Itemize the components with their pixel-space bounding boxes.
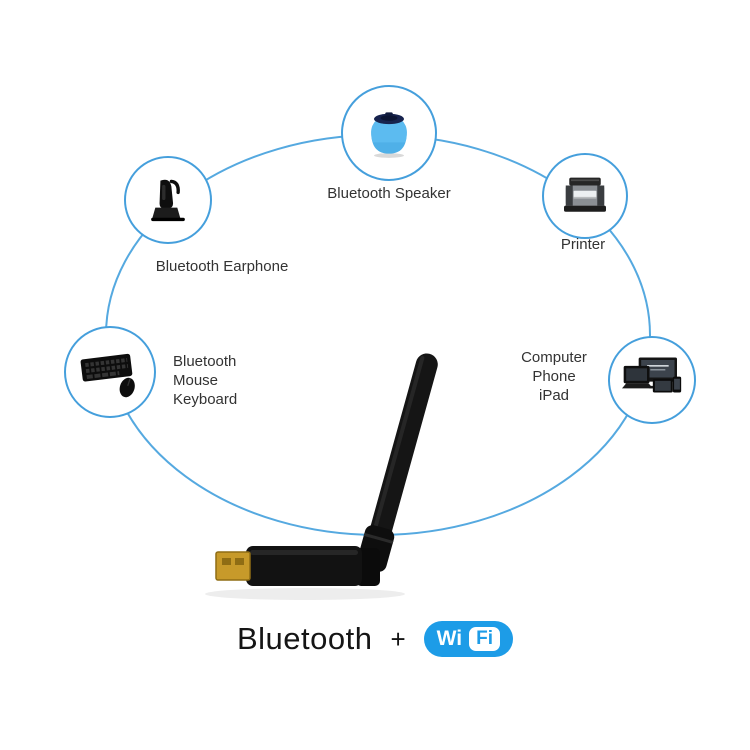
antenna bbox=[357, 353, 438, 572]
keyboard-label-line-1: Bluetooth bbox=[173, 353, 237, 370]
caption: Bluetooth + Wi Fi bbox=[0, 616, 750, 662]
keyboard-mouse-icon bbox=[80, 353, 135, 398]
computer-phone-ipad-icon bbox=[622, 357, 682, 393]
devices-label-line-1: Computer bbox=[521, 349, 587, 366]
devices-label-line-2: Phone bbox=[532, 368, 576, 385]
node-keyboard-mouse bbox=[64, 326, 156, 418]
node-printer bbox=[542, 153, 628, 239]
caption-bluetooth: Bluetooth bbox=[236, 621, 373, 656]
computer-devices-label: Computer Phone iPad bbox=[504, 348, 604, 405]
usb-connector bbox=[215, 551, 251, 581]
keyboard-label-line-2: Mouse bbox=[173, 372, 219, 389]
node-bluetooth-earphone bbox=[124, 156, 212, 244]
wifi-badge-wi: Wi bbox=[436, 627, 463, 650]
caption-plus: + bbox=[390, 623, 406, 654]
wifi-badge: Wi Fi bbox=[423, 621, 514, 657]
bluetooth-speaker-icon bbox=[371, 112, 407, 158]
usb-bluetooth-wifi-adapter bbox=[205, 353, 438, 600]
wifi-badge-fi: Fi bbox=[469, 627, 501, 651]
product-shadow bbox=[205, 588, 405, 600]
keyboard-label-line-3: Keyboard bbox=[173, 391, 238, 408]
bluetooth-earphone-label: Bluetooth Earphone bbox=[155, 258, 289, 275]
printer-label: Printer bbox=[560, 236, 606, 253]
keyboard-mouse-label: Bluetooth Mouse Keyboard bbox=[173, 352, 293, 409]
node-bluetooth-speaker bbox=[341, 85, 437, 181]
bluetooth-earphone-icon bbox=[151, 179, 185, 222]
bluetooth-speaker-label: Bluetooth Speaker bbox=[327, 185, 451, 202]
devices-label-line-3: iPad bbox=[538, 387, 570, 404]
node-computer-devices bbox=[608, 336, 696, 424]
printer-icon bbox=[564, 177, 606, 212]
dongle-body bbox=[246, 546, 362, 586]
